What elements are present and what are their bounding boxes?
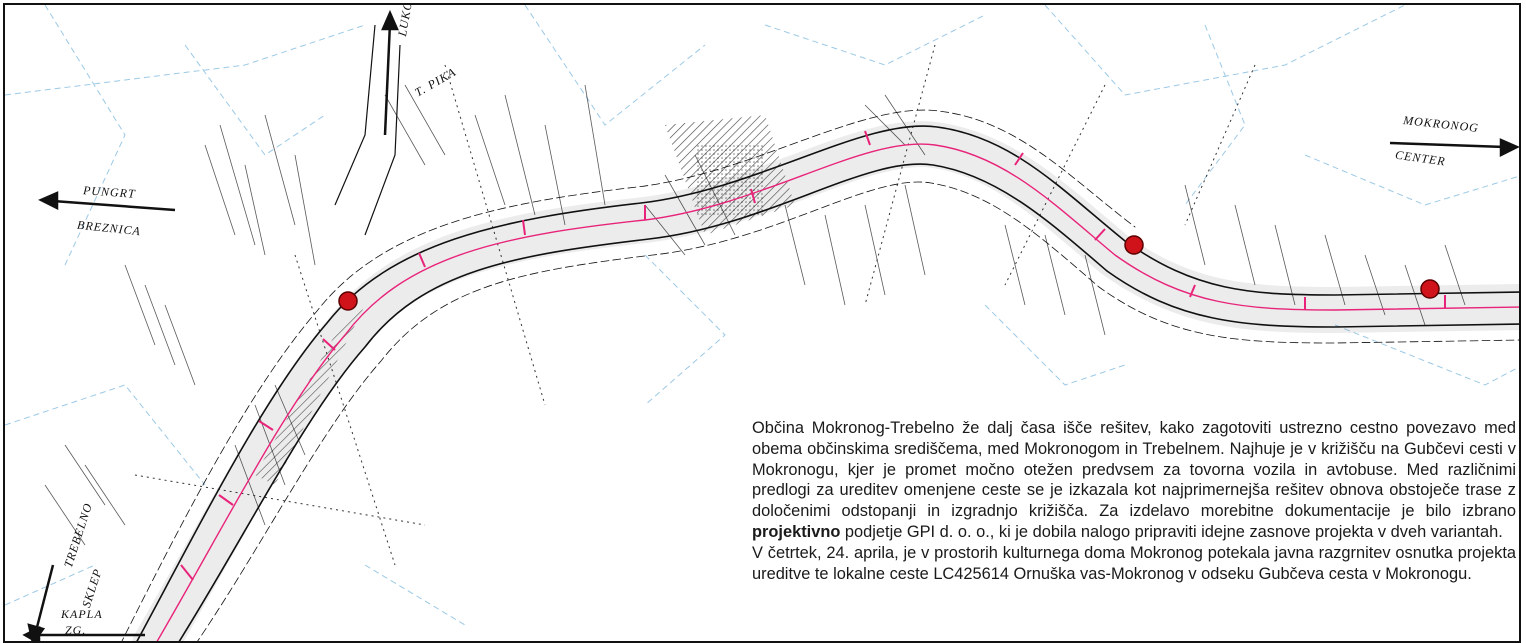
article-text: Občina Mokronog-Trebelno že dalj časa iš… bbox=[752, 418, 1516, 584]
arrow-north-icon bbox=[381, 9, 399, 31]
location-markers bbox=[338, 235, 1440, 311]
label-bottom-left-2: ZG. bbox=[65, 623, 87, 637]
label-bottom-left-1: KAPLA bbox=[61, 607, 103, 621]
bold-word: projektivno bbox=[752, 522, 841, 541]
road-plan-drawing bbox=[5, 5, 1519, 641]
embankment-hatch bbox=[665, 115, 795, 235]
article-figure: LUKOVEC / ŠEVNA T. PIKA MOKRONOG CENTER … bbox=[3, 3, 1521, 643]
marker-center bbox=[1124, 235, 1144, 255]
slope-hatch bbox=[255, 305, 365, 485]
arrow-east-icon bbox=[1499, 138, 1519, 158]
side-road-north bbox=[334, 24, 401, 236]
chainage-ticks bbox=[180, 130, 1446, 581]
parcel-lines bbox=[5, 5, 1519, 626]
marker-west bbox=[338, 291, 358, 311]
survey-lines bbox=[134, 44, 1256, 566]
marker-east bbox=[1420, 279, 1440, 299]
article-paragraph-2: V četrtek, 24. aprila, je v prostorih ku… bbox=[752, 543, 1516, 583]
arrow-west-icon bbox=[38, 191, 59, 211]
article-paragraph-1: Občina Mokronog-Trebelno že dalj časa iš… bbox=[752, 419, 1516, 541]
main-road bbox=[121, 109, 1519, 641]
